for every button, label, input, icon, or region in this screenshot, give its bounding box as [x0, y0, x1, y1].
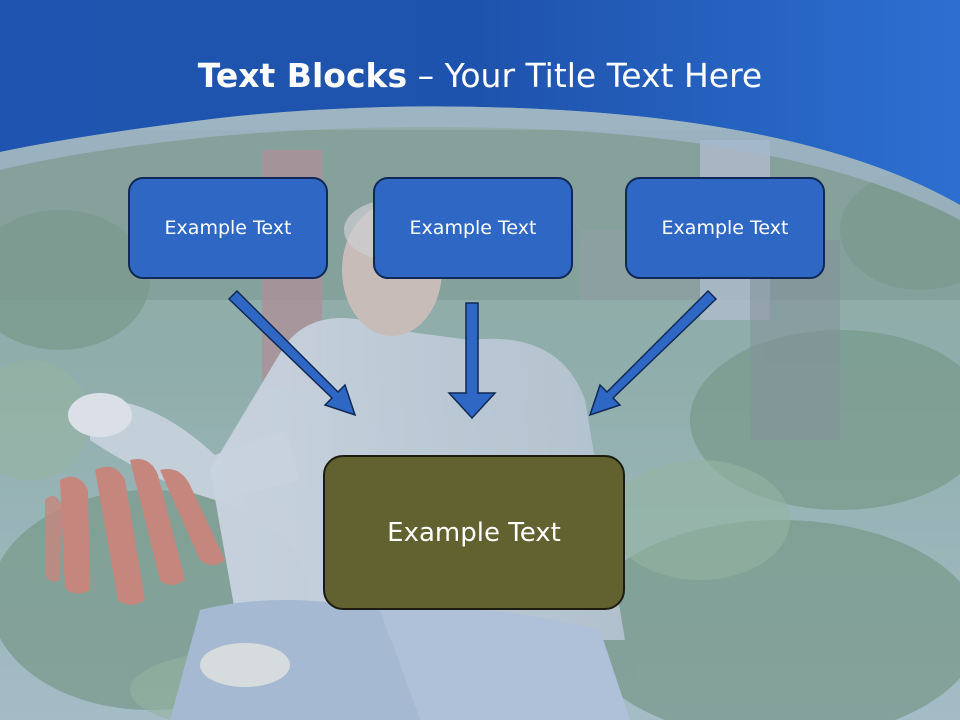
arrow-down-left-icon: [588, 289, 718, 417]
text-block-1-label: Example Text: [164, 217, 292, 239]
main-text-block[interactable]: Example Text: [323, 455, 625, 610]
arrow-down-icon: [447, 302, 497, 420]
arrow-down-right-icon: [227, 289, 357, 417]
title-dash: –: [407, 56, 445, 95]
text-block-1[interactable]: Example Text: [128, 177, 328, 279]
main-text-block-label: Example Text: [387, 517, 561, 548]
title-bold-part: Text Blocks: [197, 56, 408, 95]
text-block-3[interactable]: Example Text: [625, 177, 825, 279]
text-block-2-label: Example Text: [409, 217, 537, 239]
title-rest: Your Title Text Here: [444, 56, 763, 95]
text-block-2[interactable]: Example Text: [373, 177, 573, 279]
text-block-3-label: Example Text: [661, 217, 789, 239]
slide-title: Text Blocks – Your Title Text Here: [0, 52, 960, 100]
